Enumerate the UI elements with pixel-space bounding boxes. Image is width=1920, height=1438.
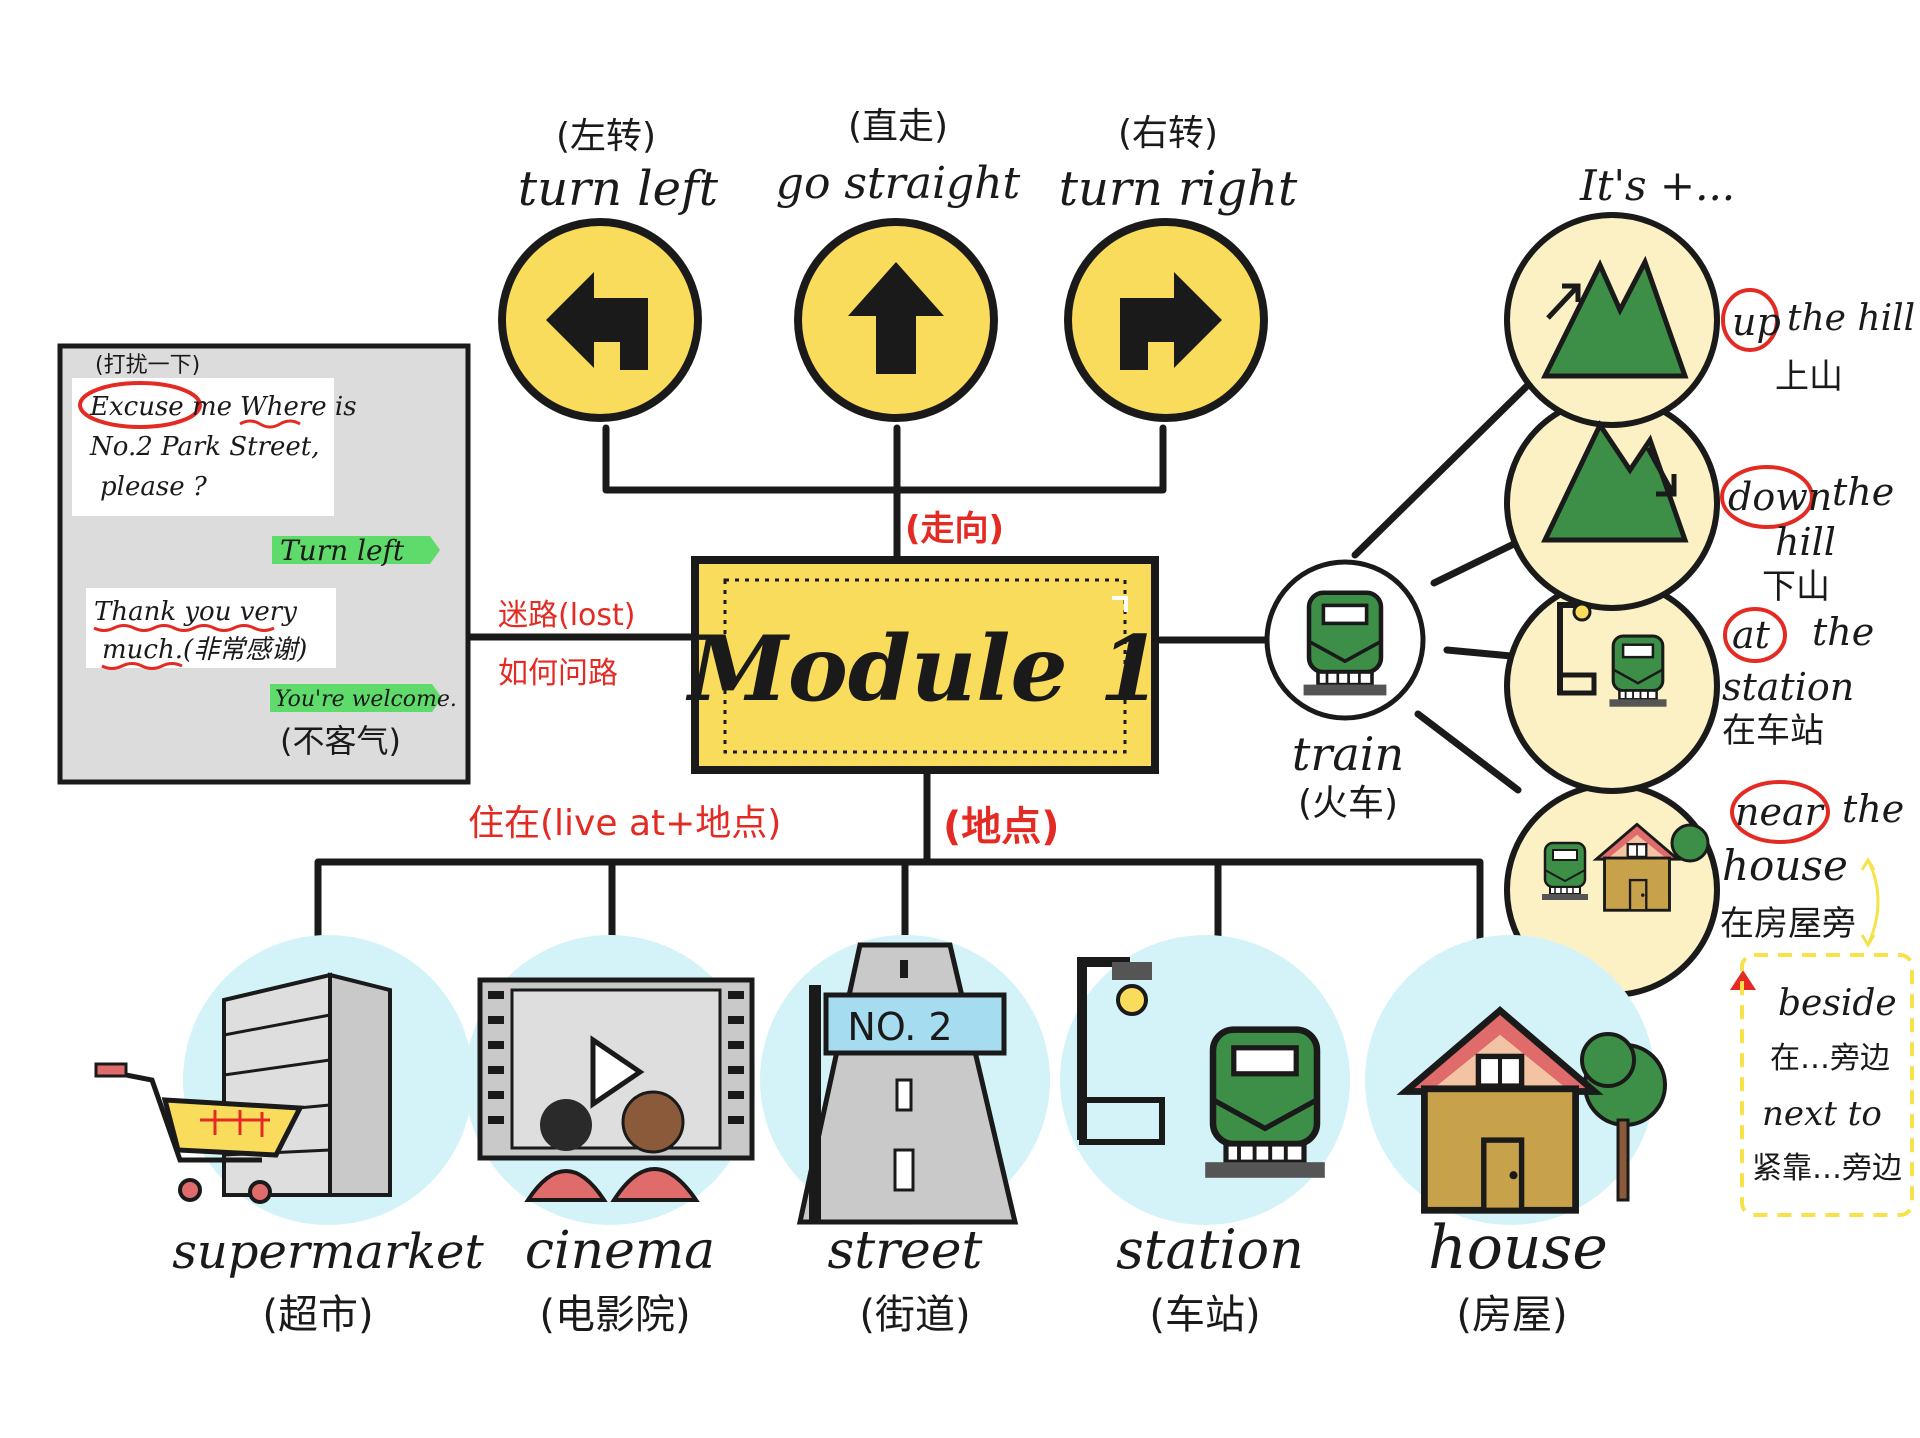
place-supermarket-en: supermarket bbox=[172, 1224, 484, 1280]
phrase-circles: up the hill 上山 down the hill 下山 at the s… bbox=[1504, 212, 1915, 998]
dialog-note: (打扰一下) bbox=[95, 353, 200, 378]
beside-en: beside bbox=[1778, 983, 1897, 1024]
dialog-excuse: Excuse me bbox=[89, 392, 232, 422]
go-straight-en: go straight bbox=[776, 158, 1021, 209]
mountain-up-icon bbox=[1540, 255, 1689, 379]
place-station-en: station bbox=[1116, 1218, 1304, 1281]
phrase-up-rest: the hill bbox=[1787, 298, 1915, 339]
phrase-down-cn: 下山 bbox=[1762, 567, 1830, 607]
beside-cn: 在…旁边 bbox=[1770, 1041, 1890, 1076]
go-straight-cn: (直走) bbox=[848, 106, 948, 147]
phrase-up: up bbox=[1732, 300, 1781, 344]
train-cn: (火车) bbox=[1298, 783, 1398, 824]
next-to-cn: 紧靠…旁边 bbox=[1752, 1151, 1902, 1186]
place-station-cn: (车站) bbox=[1149, 1292, 1260, 1338]
dialog-panel: (打扰一下) Excuse me Where is No.2 Park Stre… bbox=[57, 343, 471, 785]
live-label: 住在(live at+地点) bbox=[468, 803, 781, 844]
direction-go-straight: (直走) go straight bbox=[776, 106, 1021, 422]
street-icon: NO. 2 bbox=[796, 942, 1019, 1225]
place-street-cn: (街道) bbox=[859, 1292, 970, 1338]
synonym-label: 近义词 bbox=[1890, 871, 1920, 937]
train-node: train (火车) bbox=[1264, 559, 1426, 824]
place-supermarket-cn: (超市) bbox=[262, 1292, 373, 1338]
direction-turn-left: (左转) turn left bbox=[498, 116, 719, 422]
place-street: NO. 2 street (街道) bbox=[760, 935, 1050, 1338]
phrase-near-rest2: house bbox=[1722, 841, 1848, 890]
arrow-left-icon bbox=[546, 272, 648, 370]
dialog-reply1: Turn left bbox=[280, 534, 405, 567]
phrase-down-rest2: hill bbox=[1775, 520, 1836, 564]
place-house: house (房屋) bbox=[1365, 935, 1667, 1338]
ask-label: 如何问路 bbox=[498, 656, 618, 691]
place-cinema-cn: (电影院) bbox=[539, 1292, 690, 1338]
dialog-reply2: You're welcome. bbox=[275, 687, 457, 712]
turn-left-en: turn left bbox=[518, 161, 719, 217]
turn-right-cn: (右转) bbox=[1118, 113, 1218, 154]
its-label: It's +... bbox=[1579, 161, 1735, 210]
direction-turn-right: (右转) turn right bbox=[1059, 113, 1298, 422]
lost-label: 迷路(lost) bbox=[498, 598, 636, 633]
station-small-icon bbox=[1557, 602, 1669, 709]
arrow-right-icon bbox=[1120, 272, 1222, 370]
place-label: (地点) bbox=[943, 804, 1060, 850]
place-house-en: house bbox=[1428, 1213, 1608, 1283]
synonym-box: 近义词 beside 在…旁边 next to 紧靠…旁边 bbox=[1730, 857, 1920, 1217]
mountain-down-icon bbox=[1541, 419, 1689, 543]
phrase-at-rest2: station bbox=[1722, 665, 1854, 709]
phrase-down: down bbox=[1728, 475, 1832, 519]
turn-left-cn: (左转) bbox=[556, 116, 656, 157]
station-icon bbox=[1077, 957, 1325, 1178]
next-to-en: next to bbox=[1762, 1094, 1882, 1134]
place-supermarket: supermarket (超市) bbox=[94, 935, 484, 1338]
phrase-at-cn: 在车站 bbox=[1722, 711, 1824, 751]
dialog-where: Where is bbox=[240, 392, 357, 422]
house-icon bbox=[1406, 1011, 1667, 1211]
phrase-at-rest: the bbox=[1812, 610, 1874, 654]
dialog-line2: No.2 Park Street, bbox=[89, 432, 319, 462]
phrase-up-cn: 上山 bbox=[1775, 357, 1843, 397]
dialog-thanks1: Thank you very bbox=[94, 597, 297, 627]
street-sign-text: NO. 2 bbox=[847, 1005, 952, 1049]
synonym-label-text: 近义词 bbox=[1890, 871, 1920, 937]
train-en: train bbox=[1292, 727, 1404, 781]
place-station: station (车站) bbox=[1060, 935, 1350, 1338]
module-title: Module 1 bbox=[685, 616, 1161, 722]
near-house-icon bbox=[1540, 822, 1710, 912]
phrase-down-rest: the bbox=[1832, 470, 1894, 514]
phrase-near: near bbox=[1735, 790, 1826, 834]
module-box: Module 1 bbox=[685, 556, 1162, 774]
turn-right-en: turn right bbox=[1059, 161, 1298, 217]
phrase-near-cn: 在房屋旁 bbox=[1720, 904, 1856, 944]
dialog-thanks2: much.(非常感谢) bbox=[102, 635, 307, 665]
dialog-line3: please ? bbox=[100, 472, 208, 502]
direction-label: (走向) bbox=[905, 509, 1004, 549]
phrase-at: at bbox=[1732, 613, 1771, 657]
cinema-icon bbox=[477, 977, 755, 1202]
connector-lines bbox=[314, 381, 1532, 952]
place-house-cn: (房屋) bbox=[1456, 1292, 1567, 1338]
dialog-reply2-cn: (不客气) bbox=[280, 722, 401, 760]
place-street-en: street bbox=[828, 1221, 983, 1281]
place-cinema: cinema (电影院) bbox=[465, 935, 755, 1338]
place-cinema-en: cinema bbox=[525, 1221, 715, 1281]
arrow-up-icon bbox=[848, 262, 944, 374]
phrase-near-rest: the bbox=[1842, 787, 1904, 831]
supermarket-icon bbox=[94, 972, 392, 1204]
